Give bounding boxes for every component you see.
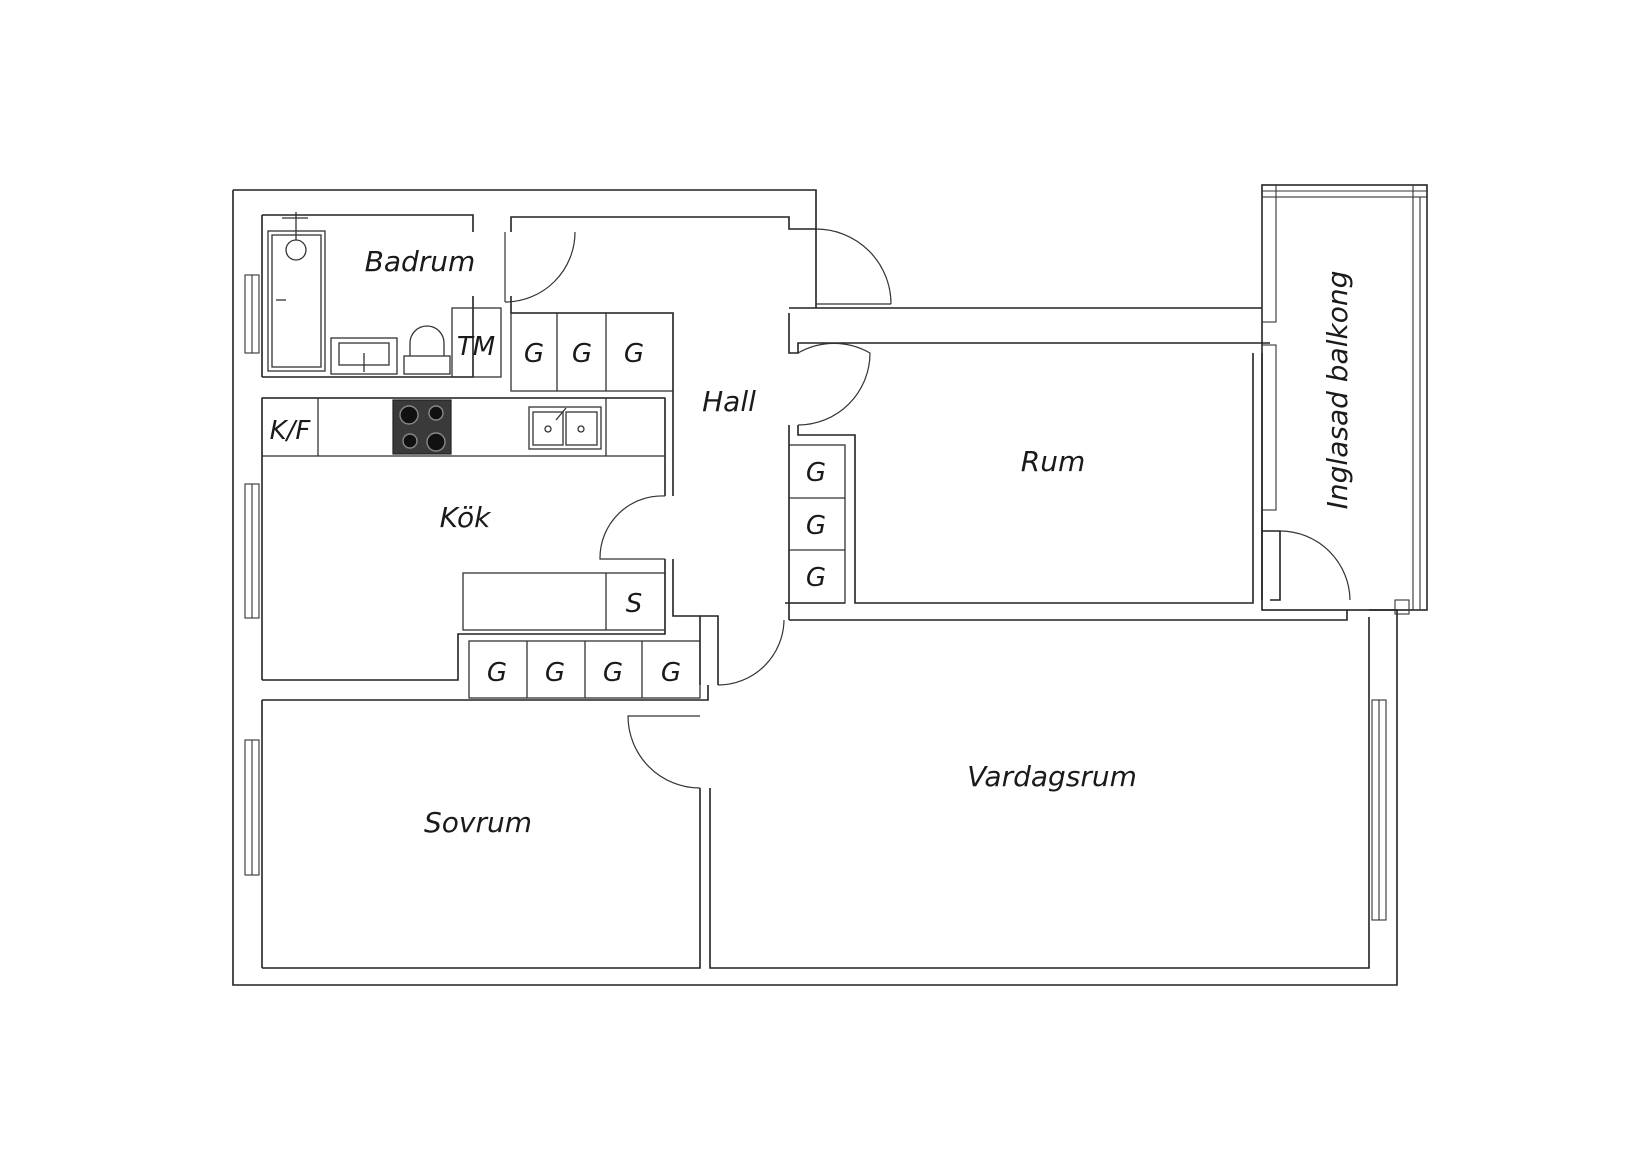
label-g-upper-2: G bbox=[572, 339, 592, 369]
label-badrum: Badrum bbox=[365, 245, 476, 278]
label-g-hall-1: G bbox=[806, 458, 826, 488]
label-sovrum: Sovrum bbox=[424, 806, 532, 839]
label-vardagsrum: Vardagsrum bbox=[967, 760, 1137, 793]
bathroom-fixtures bbox=[267, 212, 451, 375]
label-s: S bbox=[626, 589, 643, 619]
glazed-balcony bbox=[1261, 184, 1428, 615]
label-hall: Hall bbox=[702, 385, 756, 418]
windows bbox=[244, 274, 1387, 921]
label-balkong: Inglasad balkong bbox=[1321, 271, 1354, 510]
closets bbox=[451, 307, 846, 699]
label-kok: Kök bbox=[440, 501, 492, 534]
label-g-lower-1: G bbox=[487, 658, 507, 688]
label-rum: Rum bbox=[1021, 445, 1085, 478]
interior-walls bbox=[262, 229, 1348, 701]
doors bbox=[504, 228, 1351, 789]
label-g-hall-2: G bbox=[806, 511, 826, 541]
label-g-upper-3: G bbox=[624, 339, 644, 369]
label-g-lower-3: G bbox=[603, 658, 623, 688]
label-g-upper-1: G bbox=[524, 339, 544, 369]
label-kf: K/F bbox=[270, 416, 312, 446]
kitchen-sink bbox=[528, 406, 602, 450]
label-g-hall-3: G bbox=[806, 563, 826, 593]
kitchen-fixtures bbox=[261, 397, 666, 631]
label-g-lower-2: G bbox=[545, 658, 565, 688]
label-tm: TM bbox=[457, 332, 495, 362]
label-g-lower-4: G bbox=[661, 658, 681, 688]
